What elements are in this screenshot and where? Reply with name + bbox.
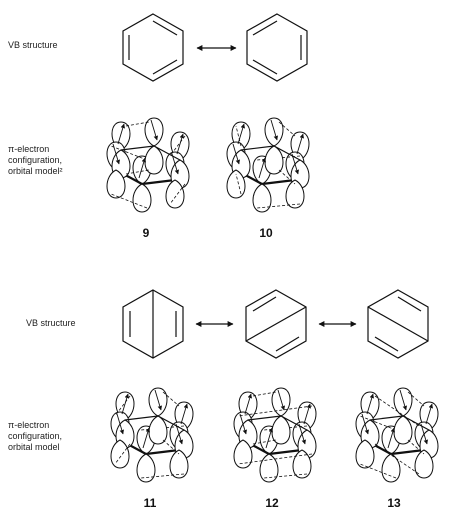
electron-spin-arrow-icon [277,389,285,411]
orbital-label-line: orbital model² [8,166,63,176]
p-orbital-lobe-icon [285,179,305,209]
p-orbital-lobe-icon [292,449,312,479]
electron-spin-arrow-icon [180,403,188,425]
dewar-structure-a [122,289,184,359]
electron-spin-arrow-icon [303,403,311,425]
electron-spin-arrow-icon [116,413,124,435]
p-orbital-lobe-icon [393,415,413,445]
electron-spin-arrow-icon [121,393,129,415]
electron-spin-arrow-icon [425,403,433,425]
compound-number-11: 11 [143,496,157,510]
electron-spin-arrow-icon [237,123,245,145]
dewar-structure-b [245,289,307,359]
p-orbital-lobe-icon [144,117,164,147]
p-orbital-lobe-icon [264,145,284,175]
electron-spin-arrow-icon [117,123,125,145]
p-orbital-lobe-icon [169,449,189,479]
p-orbital-lobe-icon [165,179,185,209]
electron-spin-arrow-icon [399,389,407,411]
electron-spin-arrow-icon [244,393,252,415]
orbital-model-9 [106,117,190,213]
dewar-structure-c [367,289,429,359]
electron-spin-arrow-icon [296,133,304,155]
electron-spin-arrow-icon [154,389,162,411]
p-orbital-lobe-icon [381,453,401,483]
orbital-model-13 [355,387,439,483]
p-orbital-lobe-icon [414,449,434,479]
p-orbital-lobe-icon [136,453,156,483]
p-orbital-lobe-icon [226,169,246,199]
p-orbital-lobe-icon [259,453,279,483]
electron-spin-arrow-icon [291,153,299,175]
orbital-model-10 [226,117,310,213]
electron-spin-arrow-icon [366,393,374,415]
electron-spin-arrow-icon [142,427,150,449]
p-orbital-lobe-icon [271,387,291,417]
electron-spin-arrow-icon [270,119,278,141]
p-orbital-lobe-icon [110,439,130,469]
orbital-label-line: configuration, [8,431,63,441]
orbital-model-11 [110,387,194,483]
orbital-label-line: orbital model [8,442,60,452]
compound-number-9: 9 [142,226,150,240]
electron-spin-arrow-icon [239,413,247,435]
compound-number-12: 12 [265,496,279,510]
electron-spin-arrow-icon [258,157,266,179]
compound-number-10: 10 [259,226,273,240]
p-orbital-lobe-icon [355,439,375,469]
electron-spin-arrow-icon [176,133,184,155]
vb-structure-label-1: VB structure [8,40,58,50]
orbital-label-line: π-electron [8,420,50,430]
electron-spin-arrow-icon [138,157,146,179]
vb-structure-label-2: VB structure [26,318,76,328]
electron-spin-arrow-icon [265,427,273,449]
electron-spin-arrow-icon [112,143,120,165]
electron-spin-arrow-icon [298,423,306,445]
orbital-label-line: configuration, [8,155,63,165]
orbital-label-line: π-electron [8,144,50,154]
electron-spin-arrow-icon [150,119,158,141]
orbital-models [106,117,439,483]
orbital-model-label-2: π-electron configuration, orbital model [8,420,62,453]
p-orbital-lobe-icon [252,183,272,213]
p-orbital-lobe-icon [148,415,168,445]
kekule-structure-b [246,13,308,82]
compound-number-13: 13 [387,496,401,510]
orbital-model-label-1: π-electron configuration, orbital model² [8,144,63,177]
electron-spin-arrow-icon [361,413,369,435]
p-orbital-lobe-icon [393,387,413,417]
electron-spin-arrow-icon [387,427,395,449]
p-orbital-lobe-icon [264,117,284,147]
electron-spin-arrow-icon [171,153,179,175]
electron-spin-arrow-icon [420,423,428,445]
p-orbital-lobe-icon [132,183,152,213]
p-orbital-lobe-icon [106,169,126,199]
electron-spin-arrow-icon [232,143,240,165]
p-orbital-lobe-icon [271,415,291,445]
orbital-model-12 [233,387,317,483]
kekule-structure-a [122,13,184,82]
p-orbital-lobe-icon [233,439,253,469]
p-orbital-lobe-icon [148,387,168,417]
p-orbital-lobe-icon [144,145,164,175]
electron-spin-arrow-icon [175,423,183,445]
